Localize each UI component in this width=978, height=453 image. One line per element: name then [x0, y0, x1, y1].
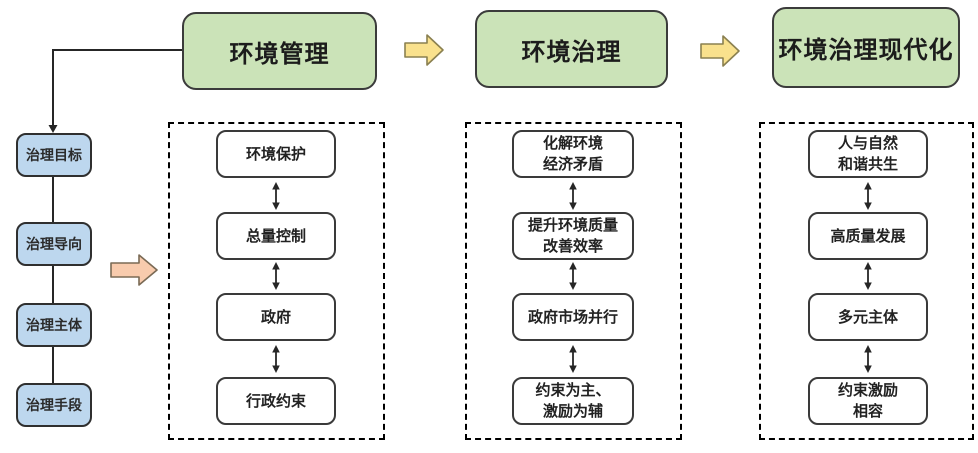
node-administrative-constraint: 行政约束	[216, 377, 336, 425]
flow-right-arrow-icon	[404, 34, 444, 66]
dimension-governance-means: 治理手段	[16, 383, 92, 427]
node-total-quantity-control: 总量控制	[216, 212, 336, 260]
node-government: 政府	[216, 293, 336, 341]
node-text-line: 约束为主、	[535, 382, 611, 399]
double-arrow-vertical-icon	[864, 345, 872, 373]
panel-environmental-management	[168, 122, 385, 440]
dimension-label: 治理主体	[26, 317, 82, 333]
node-text-line: 改善效率	[542, 238, 603, 255]
stage-label: 环境治理现代化	[778, 37, 954, 64]
dimension-label: 治理手段	[26, 397, 82, 413]
dimension-label: 治理目标	[26, 147, 82, 163]
double-arrow-vertical-icon	[864, 182, 872, 210]
stage-label: 环境治理	[521, 38, 622, 66]
node-text-line: 多元主体	[837, 308, 898, 326]
node-text-line: 经济矛盾	[542, 156, 603, 173]
dimension-governance-subject: 治理主体	[16, 303, 92, 347]
node-text-line: 总量控制	[245, 227, 306, 245]
node-text-line: 化解环境	[542, 135, 603, 152]
flow-right-arrow-icon	[700, 35, 740, 67]
node-text-line: 政府市场并行	[527, 308, 618, 326]
dimension-governance-orientation: 治理导向	[16, 222, 92, 266]
node-text-line: 人与自然	[837, 135, 898, 152]
node-text-line: 约束激励	[837, 382, 898, 399]
stage-label: 环境管理	[229, 40, 330, 68]
double-arrow-vertical-icon	[864, 262, 872, 290]
node-government-market-parallel: 政府市场并行	[512, 293, 634, 341]
node-text-line: 环境保护	[245, 145, 306, 163]
down-arrowhead-icon	[48, 125, 58, 133]
double-arrow-vertical-icon	[272, 262, 280, 290]
node-text-line: 和谐共生	[837, 156, 898, 173]
node-environmental-protection: 环境保护	[216, 130, 336, 178]
node-human-nature-harmony: 人与自然 和谐共生	[808, 130, 928, 178]
stage-box-environmental-management: 环境管理	[182, 12, 377, 90]
elbow-connector-line	[52, 49, 182, 127]
node-text-line: 激励为辅	[542, 403, 603, 420]
panel-governance-modernization	[759, 122, 974, 440]
node-constraint-incentive-compatibility: 约束激励 相容	[808, 377, 928, 425]
node-text-line: 相容	[852, 403, 883, 420]
node-constraint-primary-incentive-secondary: 约束为主、 激励为辅	[512, 377, 634, 425]
node-resolve-env-economic-conflict: 化解环境 经济矛盾	[512, 130, 634, 178]
node-text-line: 政府	[260, 308, 291, 326]
panel-environmental-governance	[465, 122, 682, 440]
node-improve-env-quality-efficiency: 提升环境质量 改善效率	[512, 212, 634, 260]
stage-box-governance-modernization: 环境治理现代化	[772, 7, 960, 88]
node-text-line: 提升环境质量	[527, 217, 618, 234]
double-arrow-vertical-icon	[569, 182, 577, 210]
double-arrow-vertical-icon	[569, 345, 577, 373]
node-text-line: 高质量发展	[830, 227, 906, 245]
stage-box-environmental-governance: 环境治理	[475, 10, 668, 88]
double-arrow-vertical-icon	[272, 345, 280, 373]
double-arrow-vertical-icon	[272, 182, 280, 210]
map-right-arrow-icon	[110, 254, 158, 286]
node-high-quality-development: 高质量发展	[808, 212, 928, 260]
node-text-line: 行政约束	[245, 392, 306, 410]
dimension-governance-goal: 治理目标	[16, 133, 92, 177]
node-multiple-actors: 多元主体	[808, 293, 928, 341]
double-arrow-vertical-icon	[569, 262, 577, 290]
dimension-label: 治理导向	[26, 236, 82, 252]
